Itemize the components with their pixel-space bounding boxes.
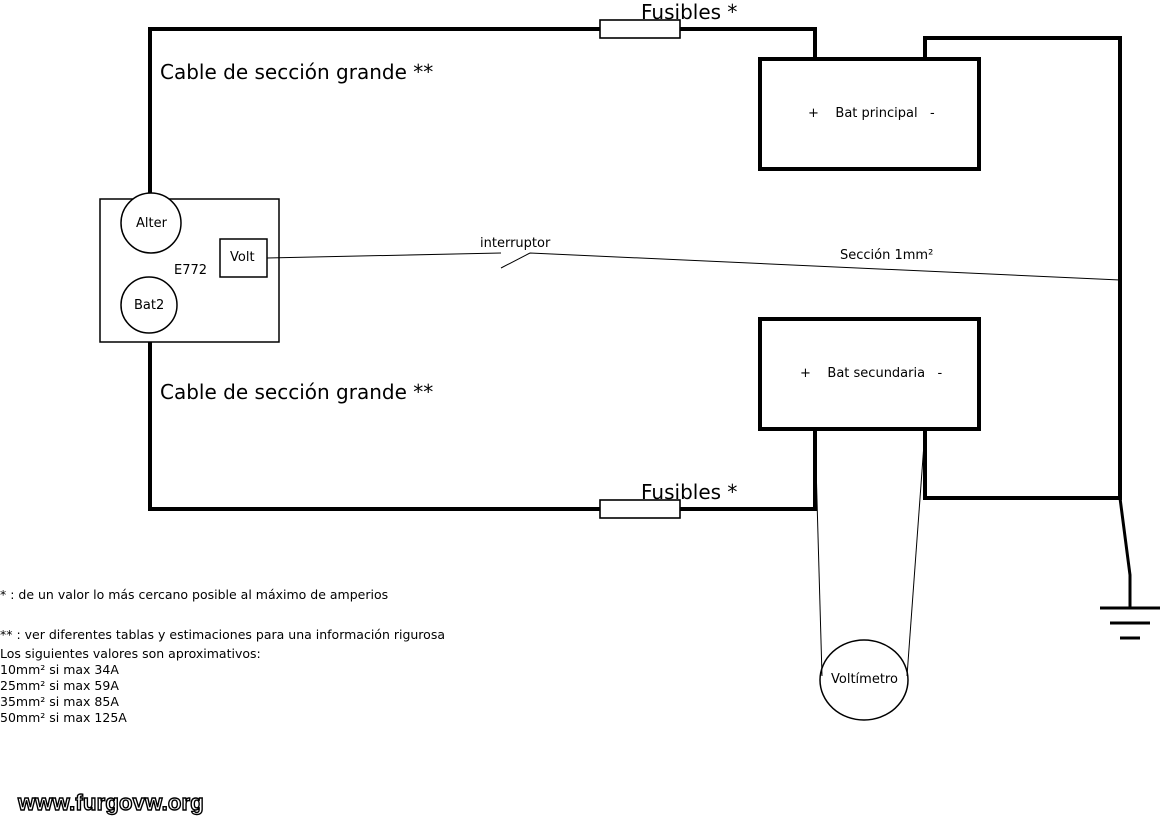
footnote-2: ** : ver diferentes tablas y estimacione… (0, 627, 445, 642)
cable-table-line: 25mm² si max 59A (0, 678, 119, 693)
cable-top-label: Cable de sección grande ** (160, 60, 434, 84)
battery-principal (758, 57, 981, 171)
interruptor-label: interruptor (480, 236, 551, 251)
cable-top (148, 27, 817, 198)
alter-terminal (120, 192, 182, 254)
voltmeter (819, 639, 909, 721)
cable-table-line: Los siguientes valores son aproximativos… (0, 646, 261, 661)
voltmeter-lead-plus (814, 429, 823, 677)
cable-table-line: 50mm² si max 125A (0, 710, 127, 725)
device-label: E772 (174, 263, 208, 278)
fuse-top (599, 19, 681, 39)
ground-lead (1118, 497, 1132, 608)
cable-bottom (148, 330, 817, 511)
volt-terminal (219, 238, 268, 278)
voltmeter-lead-minus (906, 429, 926, 677)
battery-principal-label: + Bat principal - (808, 106, 935, 121)
fuse-bottom (599, 499, 681, 519)
volt-label: Volt (230, 250, 255, 265)
fuse-bottom-label: Fusibles * (641, 480, 738, 504)
footnote-1: * : de un valor lo más cercano posible a… (0, 587, 389, 602)
bat2-label: Bat2 (134, 298, 165, 313)
cable-table: Los siguientes valores son aproximativos… (0, 646, 261, 726)
bat2-terminal (120, 276, 178, 334)
cable-table-line: 10mm² si max 34A (0, 662, 119, 677)
ground-bus (923, 36, 1122, 500)
battery-secundaria (758, 317, 981, 431)
battery-secundaria-label: + Bat secundaria - (800, 366, 943, 381)
seccion-label: Sección 1mm² (840, 248, 934, 263)
cable-table-line: 35mm² si max 85A (0, 694, 119, 709)
fuse-top-label: Fusibles * (641, 0, 738, 24)
cable-bottom-label: Cable de sección grande ** (160, 380, 434, 404)
watermark: www.furgovw.org (17, 789, 204, 815)
sense-wire (266, 252, 1121, 281)
alter-label: Alter (136, 216, 167, 231)
voltimetro-label: Voltímetro (831, 672, 898, 687)
